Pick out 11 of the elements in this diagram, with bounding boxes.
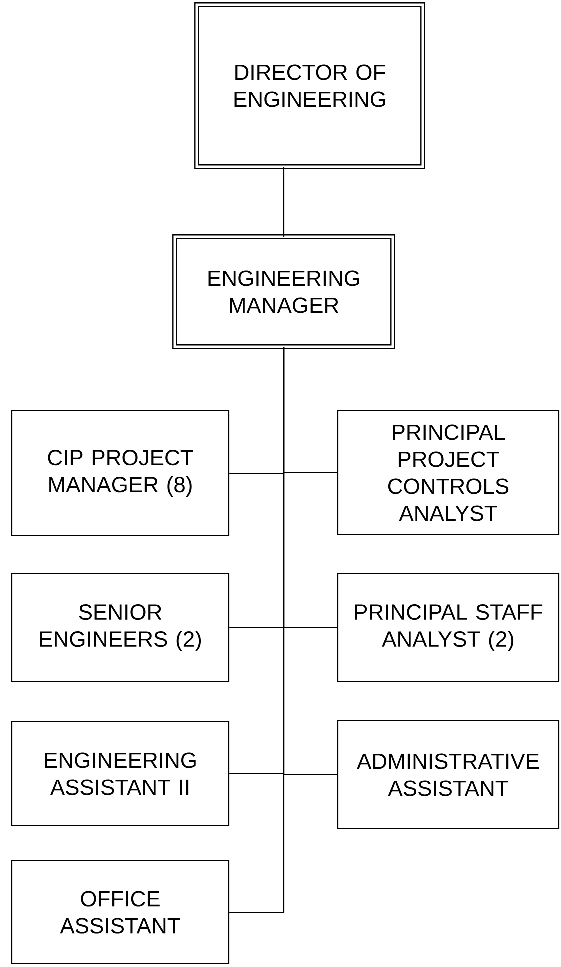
manager-box: ENGINEERING MANAGER <box>172 234 396 350</box>
position-box: ADMINISTRATIVE ASSISTANT <box>337 720 560 830</box>
position-box: ENGINEERING ASSISTANT II <box>11 721 230 827</box>
position-box: PRINCIPAL PROJECT CONTROLS ANALYST <box>337 410 560 536</box>
position-box: SENIOR ENGINEERS (2) <box>11 573 230 683</box>
director-box: DIRECTOR OF ENGINEERING <box>194 2 426 170</box>
position-box: CIP PROJECT MANAGER (8) <box>11 410 230 537</box>
position-box: PRINCIPAL STAFF ANALYST (2) <box>337 573 560 683</box>
position-box: OFFICE ASSISTANT <box>11 860 230 965</box>
connector-line <box>230 347 285 914</box>
connector-line <box>283 167 285 237</box>
